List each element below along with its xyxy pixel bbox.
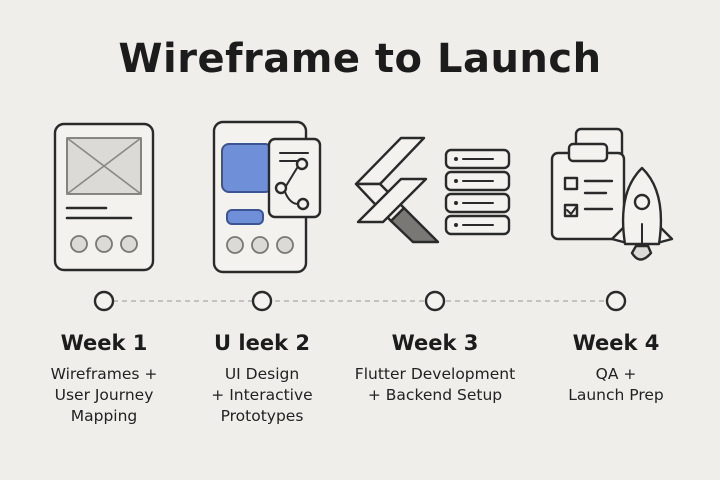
timeline-node-week-2 [251,290,273,312]
step-description-line: + Interactive [211,386,313,404]
step-description: Flutter Development + Backend Setup [345,364,525,406]
step-description-line: QA + [595,365,637,383]
step-description-line: Mapping [70,407,138,425]
ui-prototype-icon [212,120,322,274]
step-title: Week 1 [60,331,148,355]
step-title: Week 3 [391,331,479,355]
page-title: Wireframe to Launch [118,36,602,82]
step-week-2: U leek 2 UI Design + Interactive Prototy… [172,330,352,427]
step-week-4: Week 4 QA + Launch Prep [526,330,706,406]
timeline-node-week-1 [93,290,115,312]
step-description: Wireframes + User Journey Mapping [14,364,194,427]
step-description-line: Wireframes + [50,365,158,383]
step-description-line: UI Design [224,365,300,383]
step-description-line: + Backend Setup [367,386,503,404]
flutter-server-icon [354,136,511,244]
step-description: UI Design + Interactive Prototypes [172,364,352,427]
wireframe-phone-icon [53,122,155,272]
step-description-line: Launch Prep [568,386,664,404]
checklist-rocket-icon [550,127,674,261]
step-description-line: Prototypes [220,407,304,425]
step-week-1: Week 1 Wireframes + User Journey Mapping [14,330,194,427]
step-title: U leek 2 [214,331,310,355]
step-title: Week 4 [572,331,660,355]
timeline-node-week-4 [605,290,627,312]
step-description-line: Flutter Development [354,365,516,383]
step-description-line: User Journey [54,386,154,404]
step-description: QA + Launch Prep [526,364,706,406]
step-week-3: Week 3 Flutter Development + Backend Set… [345,330,525,406]
timeline-node-week-3 [424,290,446,312]
